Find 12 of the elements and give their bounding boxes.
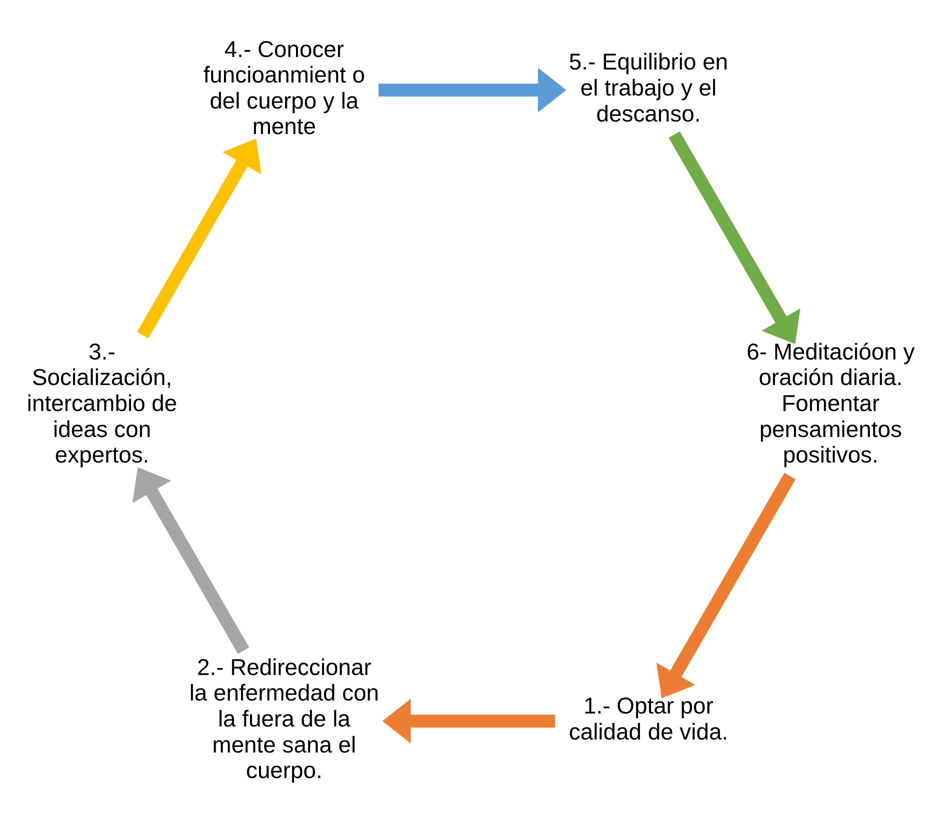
arrow	[382, 698, 556, 743]
node-text: 6- Meditacióon y oración diaria. Fomentar pensamientos positivos.	[746, 338, 915, 468]
node-text: 4.- Conocer funcioanmient o del cuerpo y la mente	[203, 35, 366, 139]
arrow	[137, 138, 262, 338]
arrow	[132, 466, 250, 654]
node-text: 1.- Optar por calidad de vida.	[568, 692, 728, 744]
node-text: 3.- Socialización, intercambio de ideas con expertos.	[26, 338, 178, 468]
node-text: 2.- Redireccionar la enfermedad con la fuera de la mente sana el cuerpo.	[189, 653, 380, 783]
arrow	[378, 67, 566, 112]
node-text: 5.- Equilibrio en el trabajo y el descanso.	[568, 48, 728, 126]
arrow	[656, 472, 796, 698]
arrow	[668, 130, 800, 344]
